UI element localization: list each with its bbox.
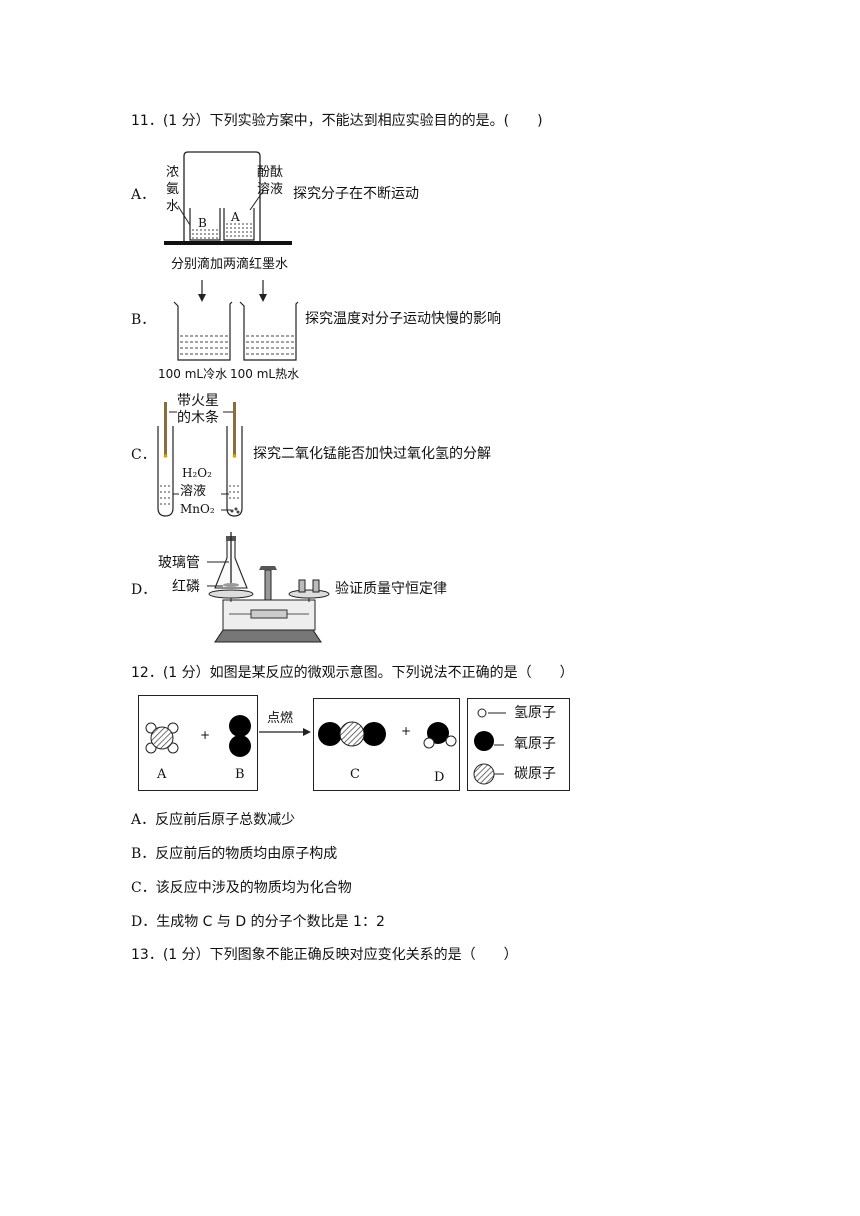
reactant-molecules	[145, 715, 251, 757]
option-11b-letter: B．	[131, 312, 156, 328]
product-label-d: D	[434, 770, 445, 785]
glowing-stick-label-2: 的木条	[177, 410, 219, 426]
phenol-label-2: 溶液	[257, 182, 284, 197]
option-12b: B．反应前后的物质均由原子构成	[131, 845, 337, 863]
balance-figure	[205, 530, 331, 646]
bell-jar-diagram	[164, 151, 292, 245]
option-12c-text: 该反应中涉及的物质均为化合物	[155, 880, 352, 896]
legend-oxygen: 氧原子	[514, 736, 556, 752]
glowing-stick-label-1: 带火星	[177, 393, 219, 409]
option-11a-letter: A．	[131, 187, 156, 203]
water-beakers-figure	[170, 278, 300, 364]
option-12d-text: 生成物 C 与 D 的分子个数比是 1：2	[156, 914, 385, 930]
option-11d-letter: D．	[131, 582, 157, 598]
option-11d-text: 验证质量守恒定律	[335, 581, 447, 597]
option-11b-text: 探究温度对分子运动快慢的影响	[305, 311, 501, 327]
question-11-stem: 11．(1 分）下列实验方案中，不能达到相应实验目的的是。( )	[131, 113, 543, 129]
cold-water-label: 100 mL冷水	[158, 367, 228, 381]
phenol-label-1: 酚酞	[257, 165, 284, 180]
option-12c-letter: C．	[131, 880, 156, 896]
test-tubes-diagram	[157, 402, 243, 517]
water-beakers-diagram	[173, 280, 299, 361]
option-12a: A．反应前后原子总数减少	[131, 811, 295, 829]
hot-water-label: 100 mL热水	[230, 367, 300, 381]
option-12a-letter: A．	[131, 812, 156, 828]
solution-label: 溶液	[180, 484, 207, 499]
ignition-condition: 点燃	[267, 711, 294, 726]
option-12a-text: 反应前后原子总数减少	[155, 812, 296, 828]
product-molecules	[318, 721, 457, 749]
option-11c-letter: C．	[131, 447, 156, 463]
option-12c: C．该反应中涉及的物质均为化合物	[131, 879, 352, 897]
question-13-stem: 13．(1 分）下列图象不能正确反映对应变化关系的是（ ）	[131, 947, 518, 963]
legend-carbon: 碳原子	[514, 766, 556, 782]
reactant-plus-sign: +	[200, 728, 211, 742]
test-tubes-figure	[155, 398, 245, 518]
glowing-stick-label: 带火星 的木条	[177, 393, 219, 427]
h2o2-label: H₂O₂	[182, 466, 212, 480]
legend-hydrogen: 氢原子	[514, 705, 556, 721]
glass-tube-label: 玻璃管	[158, 555, 200, 571]
reactants-box: A B +	[138, 695, 258, 791]
beaker-b-label: B	[198, 216, 207, 230]
mno2-label: MnO₂	[180, 502, 215, 516]
option-11a-text: 探究分子在不断运动	[293, 186, 419, 202]
beaker-a-label: A	[231, 210, 240, 224]
legend-symbols	[473, 708, 506, 785]
reaction-arrow-icon	[259, 728, 311, 736]
products-box: + C D	[313, 698, 460, 791]
red-ink-label: 分别滴加两滴红墨水	[171, 257, 289, 272]
balance-diagram	[207, 532, 330, 643]
ammonia-label-1: 浓	[166, 165, 180, 180]
ammonia-label-2: 氨	[166, 182, 180, 197]
option-11c-text: 探究二氧化锰能否加快过氧化氢的分解	[253, 446, 491, 462]
product-plus-sign: +	[401, 724, 412, 738]
option-12d: D．生成物 C 与 D 的分子个数比是 1：2	[131, 913, 385, 931]
product-label-c: C	[350, 767, 360, 782]
ammonia-label: 浓 氨 水	[166, 164, 179, 215]
ammonia-bell-jar-figure	[160, 150, 295, 246]
reaction-arrow	[257, 708, 313, 738]
option-12b-letter: B．	[131, 846, 156, 862]
option-12b-text: 反应前后的物质均由原子构成	[155, 846, 338, 862]
option-12d-letter: D．	[131, 914, 157, 930]
reactant-label-a: A	[157, 767, 167, 782]
question-12-stem: 12．(1 分）如图是某反应的微观示意图。下列说法不正确的是（ ）	[131, 665, 574, 681]
reactant-label-b: B	[235, 767, 245, 782]
phenolphthalein-label: 酚酞 溶液	[257, 164, 283, 198]
red-phosphorus-label: 红磷	[172, 579, 200, 595]
ammonia-label-3: 水	[166, 199, 180, 214]
atom-legend: 氢原子 氧原子 碳原子	[467, 698, 570, 791]
